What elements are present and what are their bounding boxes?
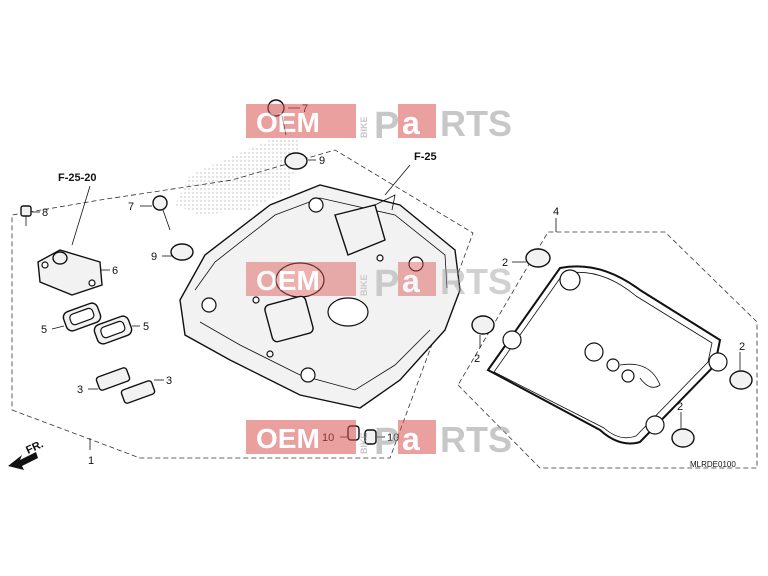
- svg-text:OEM: OEM: [256, 423, 320, 454]
- callout-3a: 3: [77, 384, 83, 396]
- ref-f25: F-25: [414, 151, 437, 163]
- svg-text:OEM: OEM: [256, 265, 320, 296]
- callout-5b: 5: [143, 321, 149, 333]
- svg-text:RTS: RTS: [440, 419, 512, 460]
- dowel-10-right: [364, 429, 377, 445]
- washer-9-lower: [170, 243, 194, 261]
- svg-text:a: a: [402, 105, 420, 141]
- svg-text:BIKE: BIKE: [359, 274, 369, 296]
- callout-3b: 3: [166, 375, 172, 387]
- plug-2-group: [471, 248, 753, 448]
- callout-2b: 2: [474, 353, 480, 365]
- group-boundary-cover: [11, 149, 474, 459]
- callout-10b: 10: [387, 432, 399, 444]
- watermark-middle: OEM BIKE P a RTS: [246, 261, 512, 305]
- svg-text:P: P: [374, 421, 399, 463]
- svg-text:a: a: [402, 421, 420, 457]
- svg-text:a: a: [402, 263, 420, 299]
- cylinder-head-cover: [179, 184, 461, 409]
- svg-text:BIKE: BIKE: [359, 432, 369, 454]
- callout-4: 4: [553, 206, 559, 218]
- dotted-shade-area: [175, 140, 300, 215]
- diagram-code: MLRDE0100: [690, 460, 736, 469]
- svg-text:RTS: RTS: [440, 103, 512, 144]
- callout-9a: 9: [319, 155, 325, 167]
- front-direction-label: FR.: [24, 438, 45, 456]
- group-boundary-gasket: [457, 231, 758, 469]
- svg-text:P: P: [374, 263, 399, 305]
- pad-3-group: [95, 367, 156, 404]
- ref-f2520: F-25-20: [58, 172, 97, 184]
- front-direction-arrow: FR.: [8, 438, 45, 470]
- callout-9b: 9: [151, 251, 157, 263]
- bolt-7-lower: [152, 195, 171, 231]
- svg-text:RTS: RTS: [440, 261, 512, 302]
- callout-2a: 2: [502, 257, 508, 269]
- svg-text:BIKE: BIKE: [359, 116, 369, 138]
- head-cover-gasket: [486, 265, 728, 445]
- callout-7b: 7: [128, 201, 134, 213]
- watermark-bottom: OEM BIKE P a RTS: [246, 419, 512, 463]
- callout-2d: 2: [677, 401, 683, 413]
- watermark-top: OEM BIKE P a RTS: [246, 103, 512, 147]
- svg-text:OEM: OEM: [256, 107, 320, 138]
- breather-cover: [37, 249, 103, 296]
- bolt-8: [20, 205, 32, 226]
- callout-5a: 5: [41, 324, 47, 336]
- svg-text:P: P: [374, 105, 399, 147]
- washer-9-upper: [284, 152, 308, 170]
- callout-6: 6: [112, 265, 118, 277]
- callout-2c: 2: [739, 341, 745, 353]
- callout-1: 1: [88, 455, 94, 467]
- seal-5-group: [62, 302, 133, 345]
- callout-8: 8: [42, 207, 48, 219]
